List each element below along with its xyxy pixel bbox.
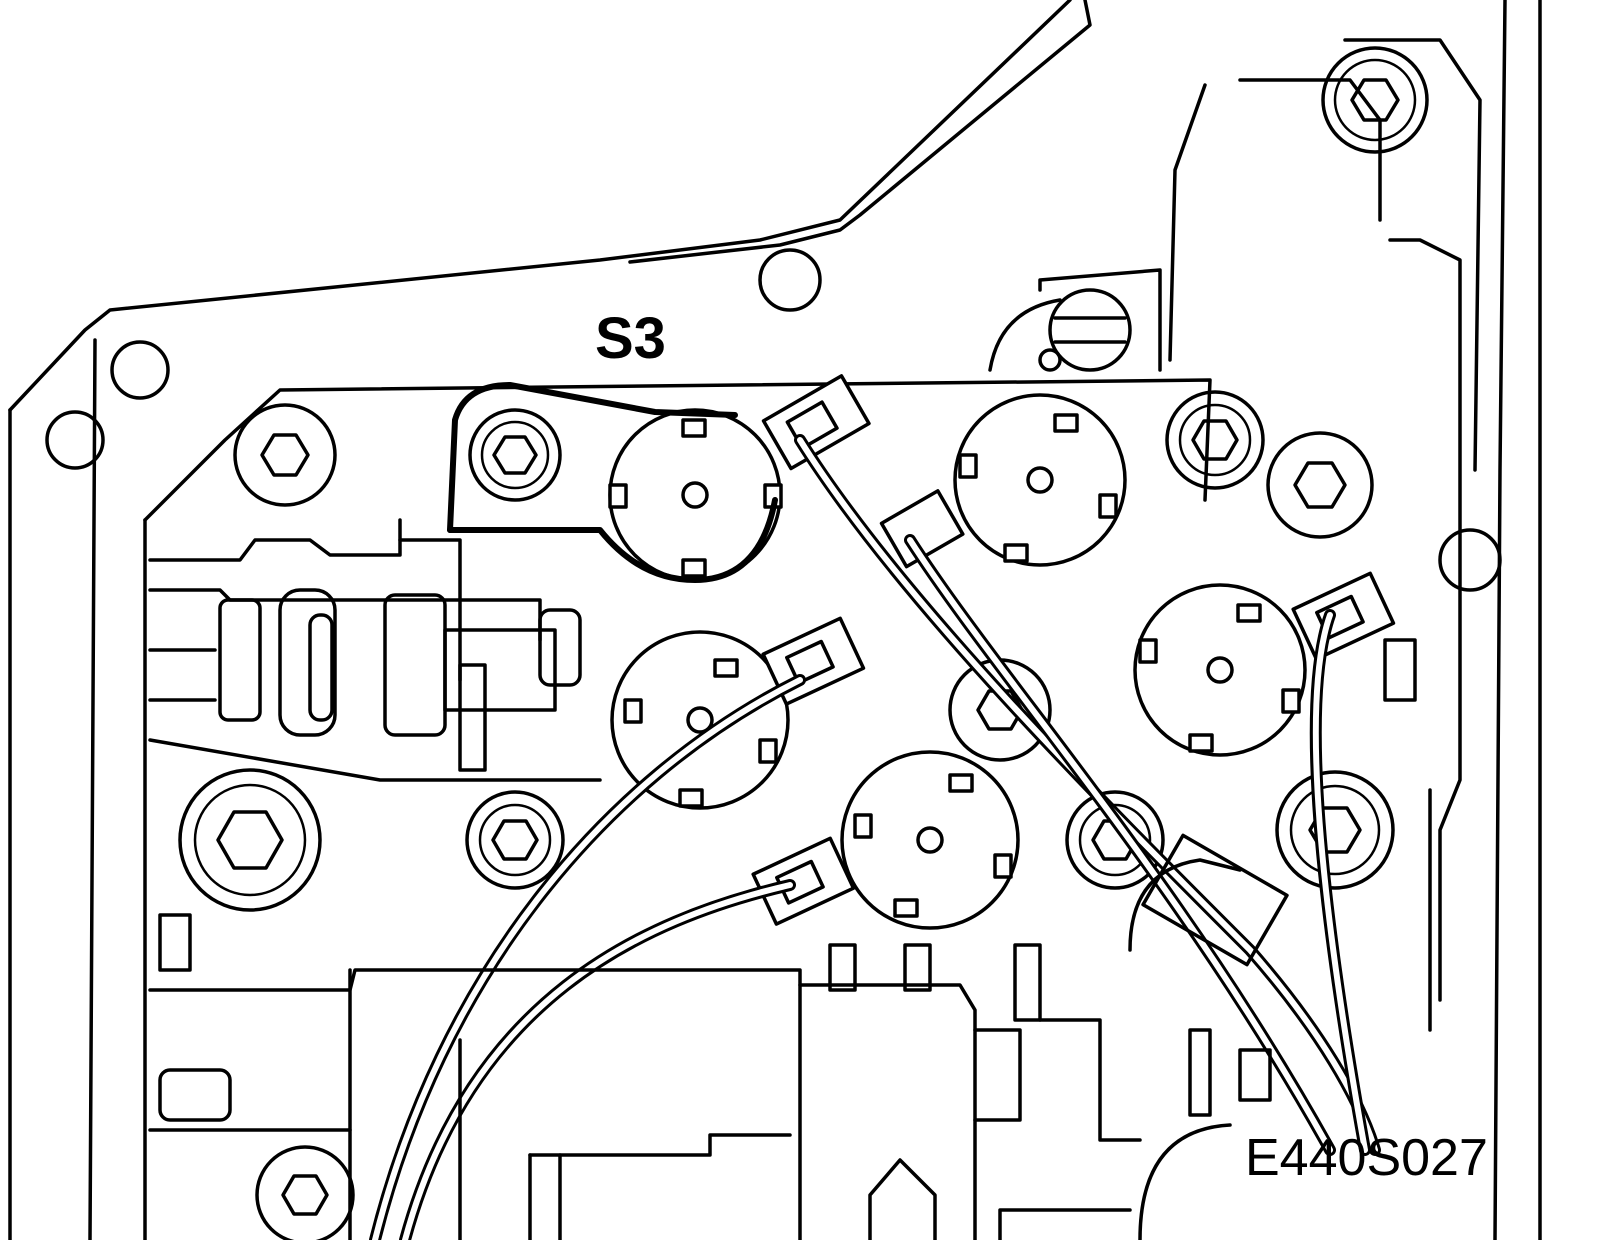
hex-bolt — [255, 1145, 355, 1240]
hex-bolts — [178, 46, 1429, 1240]
s3-bracket — [447, 382, 778, 583]
solenoid — [1133, 583, 1307, 757]
figure-code-label: E440S027 — [1245, 1129, 1488, 1187]
solenoid — [840, 750, 1020, 930]
hex-bolt — [1275, 770, 1395, 890]
solenoids — [608, 393, 1307, 930]
connector — [761, 374, 871, 471]
solenoid — [610, 630, 790, 810]
connector — [1291, 571, 1396, 661]
hex-bolt — [178, 768, 322, 912]
hex-bolt — [233, 403, 337, 507]
callout-label-s3: S3 — [595, 306, 666, 371]
connector — [751, 836, 856, 926]
hex-bolt — [1321, 46, 1429, 154]
connector — [879, 489, 965, 569]
housing-outline — [8, 0, 1542, 1240]
mounting-holes — [45, 248, 1502, 592]
lower-components — [148, 638, 1432, 1240]
hex-bolt — [468, 408, 562, 502]
hex-bolt — [1266, 431, 1374, 539]
hex-bolt — [1165, 390, 1265, 490]
hex-bolt — [465, 790, 565, 890]
hex-bolt — [1065, 790, 1165, 890]
solenoid — [953, 393, 1127, 567]
slotted-screw — [988, 268, 1162, 372]
solenoid-s3 — [608, 408, 783, 582]
wire-harness — [369, 434, 1381, 1240]
valve-spools — [148, 518, 602, 782]
